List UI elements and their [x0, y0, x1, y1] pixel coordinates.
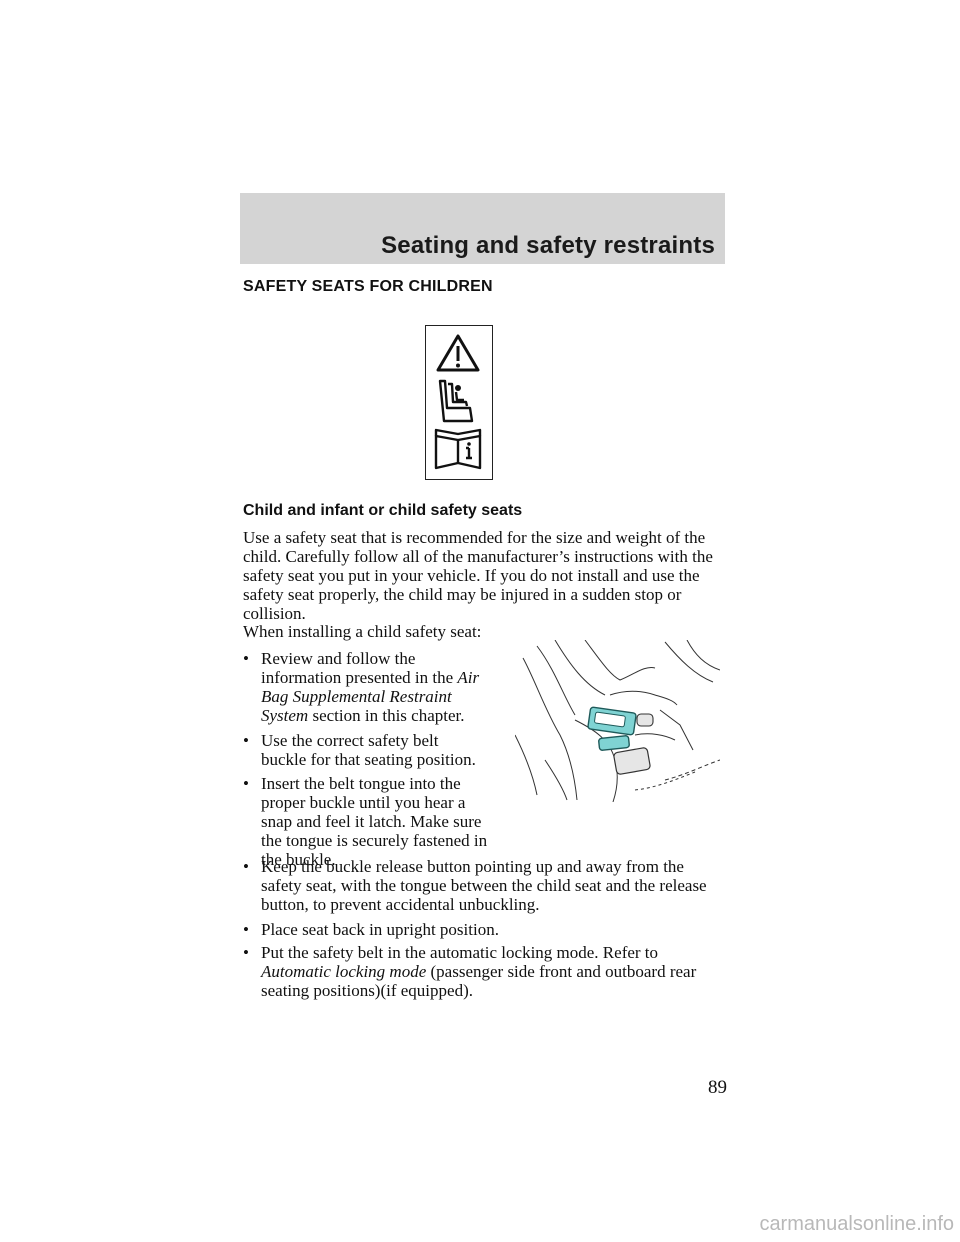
bullet: • [243, 920, 249, 939]
bullet: • [243, 774, 249, 793]
bullet: • [243, 731, 249, 750]
list-item: • Use the correct safety belt buckle for… [243, 731, 488, 769]
page-header-title: Seating and safety restraints [381, 232, 715, 259]
bullet-text: Put the safety belt in the automatic loc… [261, 943, 659, 962]
intro-paragraph: Use a safety seat that is recommended fo… [243, 528, 713, 623]
warning-triangle-icon [436, 334, 480, 372]
belt-tongue-highlight [587, 706, 637, 736]
list-item: • Place seat back in upright position. [243, 920, 723, 939]
page-number: 89 [708, 1077, 727, 1098]
bullet: • [243, 943, 249, 962]
list-item: • Review and follow the information pres… [243, 649, 488, 725]
installing-paragraph: When installing a child safety seat: [243, 622, 482, 641]
child-seat-icon [438, 379, 474, 423]
list-item: • Insert the belt tongue into the proper… [243, 774, 488, 869]
subsection-heading: Child and infant or child safety seats [243, 502, 523, 519]
bullet-text: Insert the belt tongue into the proper b… [261, 774, 488, 869]
header-band: Seating and safety restraints [240, 193, 725, 264]
list-item: • Keep the buckle release button pointin… [243, 857, 723, 914]
list-item: • Put the safety belt in the automatic l… [243, 943, 723, 1000]
bullet-italic-ref: Air Bag Supplemental Restraint System [261, 668, 480, 725]
owner-manual-icon [434, 428, 482, 470]
safety-symbol-panel [425, 325, 493, 480]
bullet-text: section in this chapter. [308, 706, 465, 725]
bullet-text: Place seat back in upright position. [261, 920, 499, 939]
bullet-text: Review and follow the information presen… [261, 649, 458, 687]
bullet-text: Use the correct safety belt buckle for t… [261, 731, 476, 769]
bullet-text: (passenger side front and outboard rear … [261, 962, 697, 1000]
bullet: • [243, 857, 249, 876]
bullet: • [243, 649, 249, 668]
seat-belt-buckle-illustration [514, 639, 721, 803]
section-heading: SAFETY SEATS FOR CHILDREN [243, 278, 493, 295]
buckle-highlight [598, 735, 630, 751]
watermark: carmanualsonline.info [759, 1213, 954, 1235]
bullet-italic-ref: Automatic locking mode [261, 962, 427, 981]
bullet-text: Keep the buckle release button pointing … [261, 857, 707, 914]
